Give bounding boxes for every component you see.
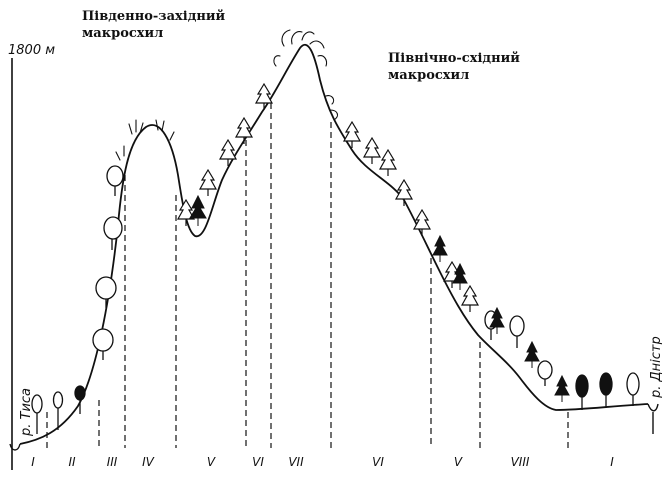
deciduous-tree	[103, 216, 123, 250]
left-river-label: р. Тиса	[19, 388, 34, 437]
conifer-tree	[218, 138, 238, 166]
shrub-tuft	[128, 119, 144, 135]
shrub-tuft	[115, 145, 125, 161]
deciduous-tree	[599, 372, 613, 408]
southwest-slope-heading: Південно-західний макросхил	[82, 8, 225, 42]
deciduous-tree	[74, 385, 86, 414]
deciduous-tree	[537, 360, 553, 386]
terrain-profile	[19, 43, 649, 445]
spruce-tree	[524, 340, 540, 368]
spruce-trees	[189, 194, 570, 402]
zone-label: IV	[142, 455, 155, 469]
right-river-label: р. Дністр	[649, 336, 662, 399]
conifer-tree	[362, 136, 382, 164]
deciduous-trees	[31, 165, 640, 434]
conifer-tree	[176, 198, 196, 226]
conifer-tree	[460, 284, 480, 312]
spruce-tree	[432, 234, 448, 262]
shrub-tuft	[155, 119, 175, 141]
deciduous-tree	[92, 328, 114, 360]
deciduous-tree	[52, 391, 64, 430]
zone-label: VI	[372, 455, 384, 469]
zone-label: II	[68, 455, 76, 469]
deciduous-tree	[106, 165, 124, 196]
northeast-slope-heading: Північно-східний макросхил	[388, 50, 520, 84]
elevation-label: 1800 м	[8, 43, 55, 58]
zone-labels: I II III IV V VI VII VI V VIII I	[31, 455, 614, 469]
deciduous-tree	[31, 394, 43, 434]
southwest-heading-line-2: макросхил	[82, 26, 164, 41]
spruce-tree	[452, 262, 468, 290]
deciduous-tree	[95, 276, 117, 308]
left-river-dip	[9, 443, 21, 451]
conifer-tree	[378, 148, 398, 176]
conifer-tree	[412, 208, 432, 236]
zone-label: V	[454, 455, 463, 469]
zone-label: III	[107, 455, 118, 469]
zone-boundaries	[46, 103, 569, 448]
spruce-tree	[554, 374, 570, 402]
zone-label: I	[31, 455, 35, 469]
zone-label: VI	[252, 455, 264, 469]
dwarf-pine	[325, 95, 339, 121]
conifer-trees	[176, 82, 480, 312]
southwest-heading-line-1: Південно-західний	[82, 9, 226, 24]
dwarf-pine	[273, 29, 328, 67]
zone-label: VII	[288, 455, 304, 469]
zone-label: V	[207, 455, 216, 469]
northeast-heading-line-1: Північно-східний	[388, 51, 520, 66]
deciduous-tree	[509, 315, 525, 348]
conifer-tree	[234, 116, 254, 144]
deciduous-tree	[626, 372, 640, 406]
zone-label: VIII	[511, 455, 530, 469]
conifer-tree	[394, 178, 414, 206]
deciduous-tree	[575, 374, 589, 410]
alpine-shrubs	[115, 29, 339, 161]
conifer-tree	[342, 120, 362, 148]
conifer-tree	[198, 168, 218, 196]
right-river-dip	[647, 403, 659, 412]
spruce-tree	[489, 306, 505, 334]
northeast-heading-line-2: макросхил	[388, 68, 470, 83]
spruce-tree	[189, 194, 207, 226]
conifer-tree	[254, 82, 274, 110]
zone-label: I	[610, 455, 614, 469]
